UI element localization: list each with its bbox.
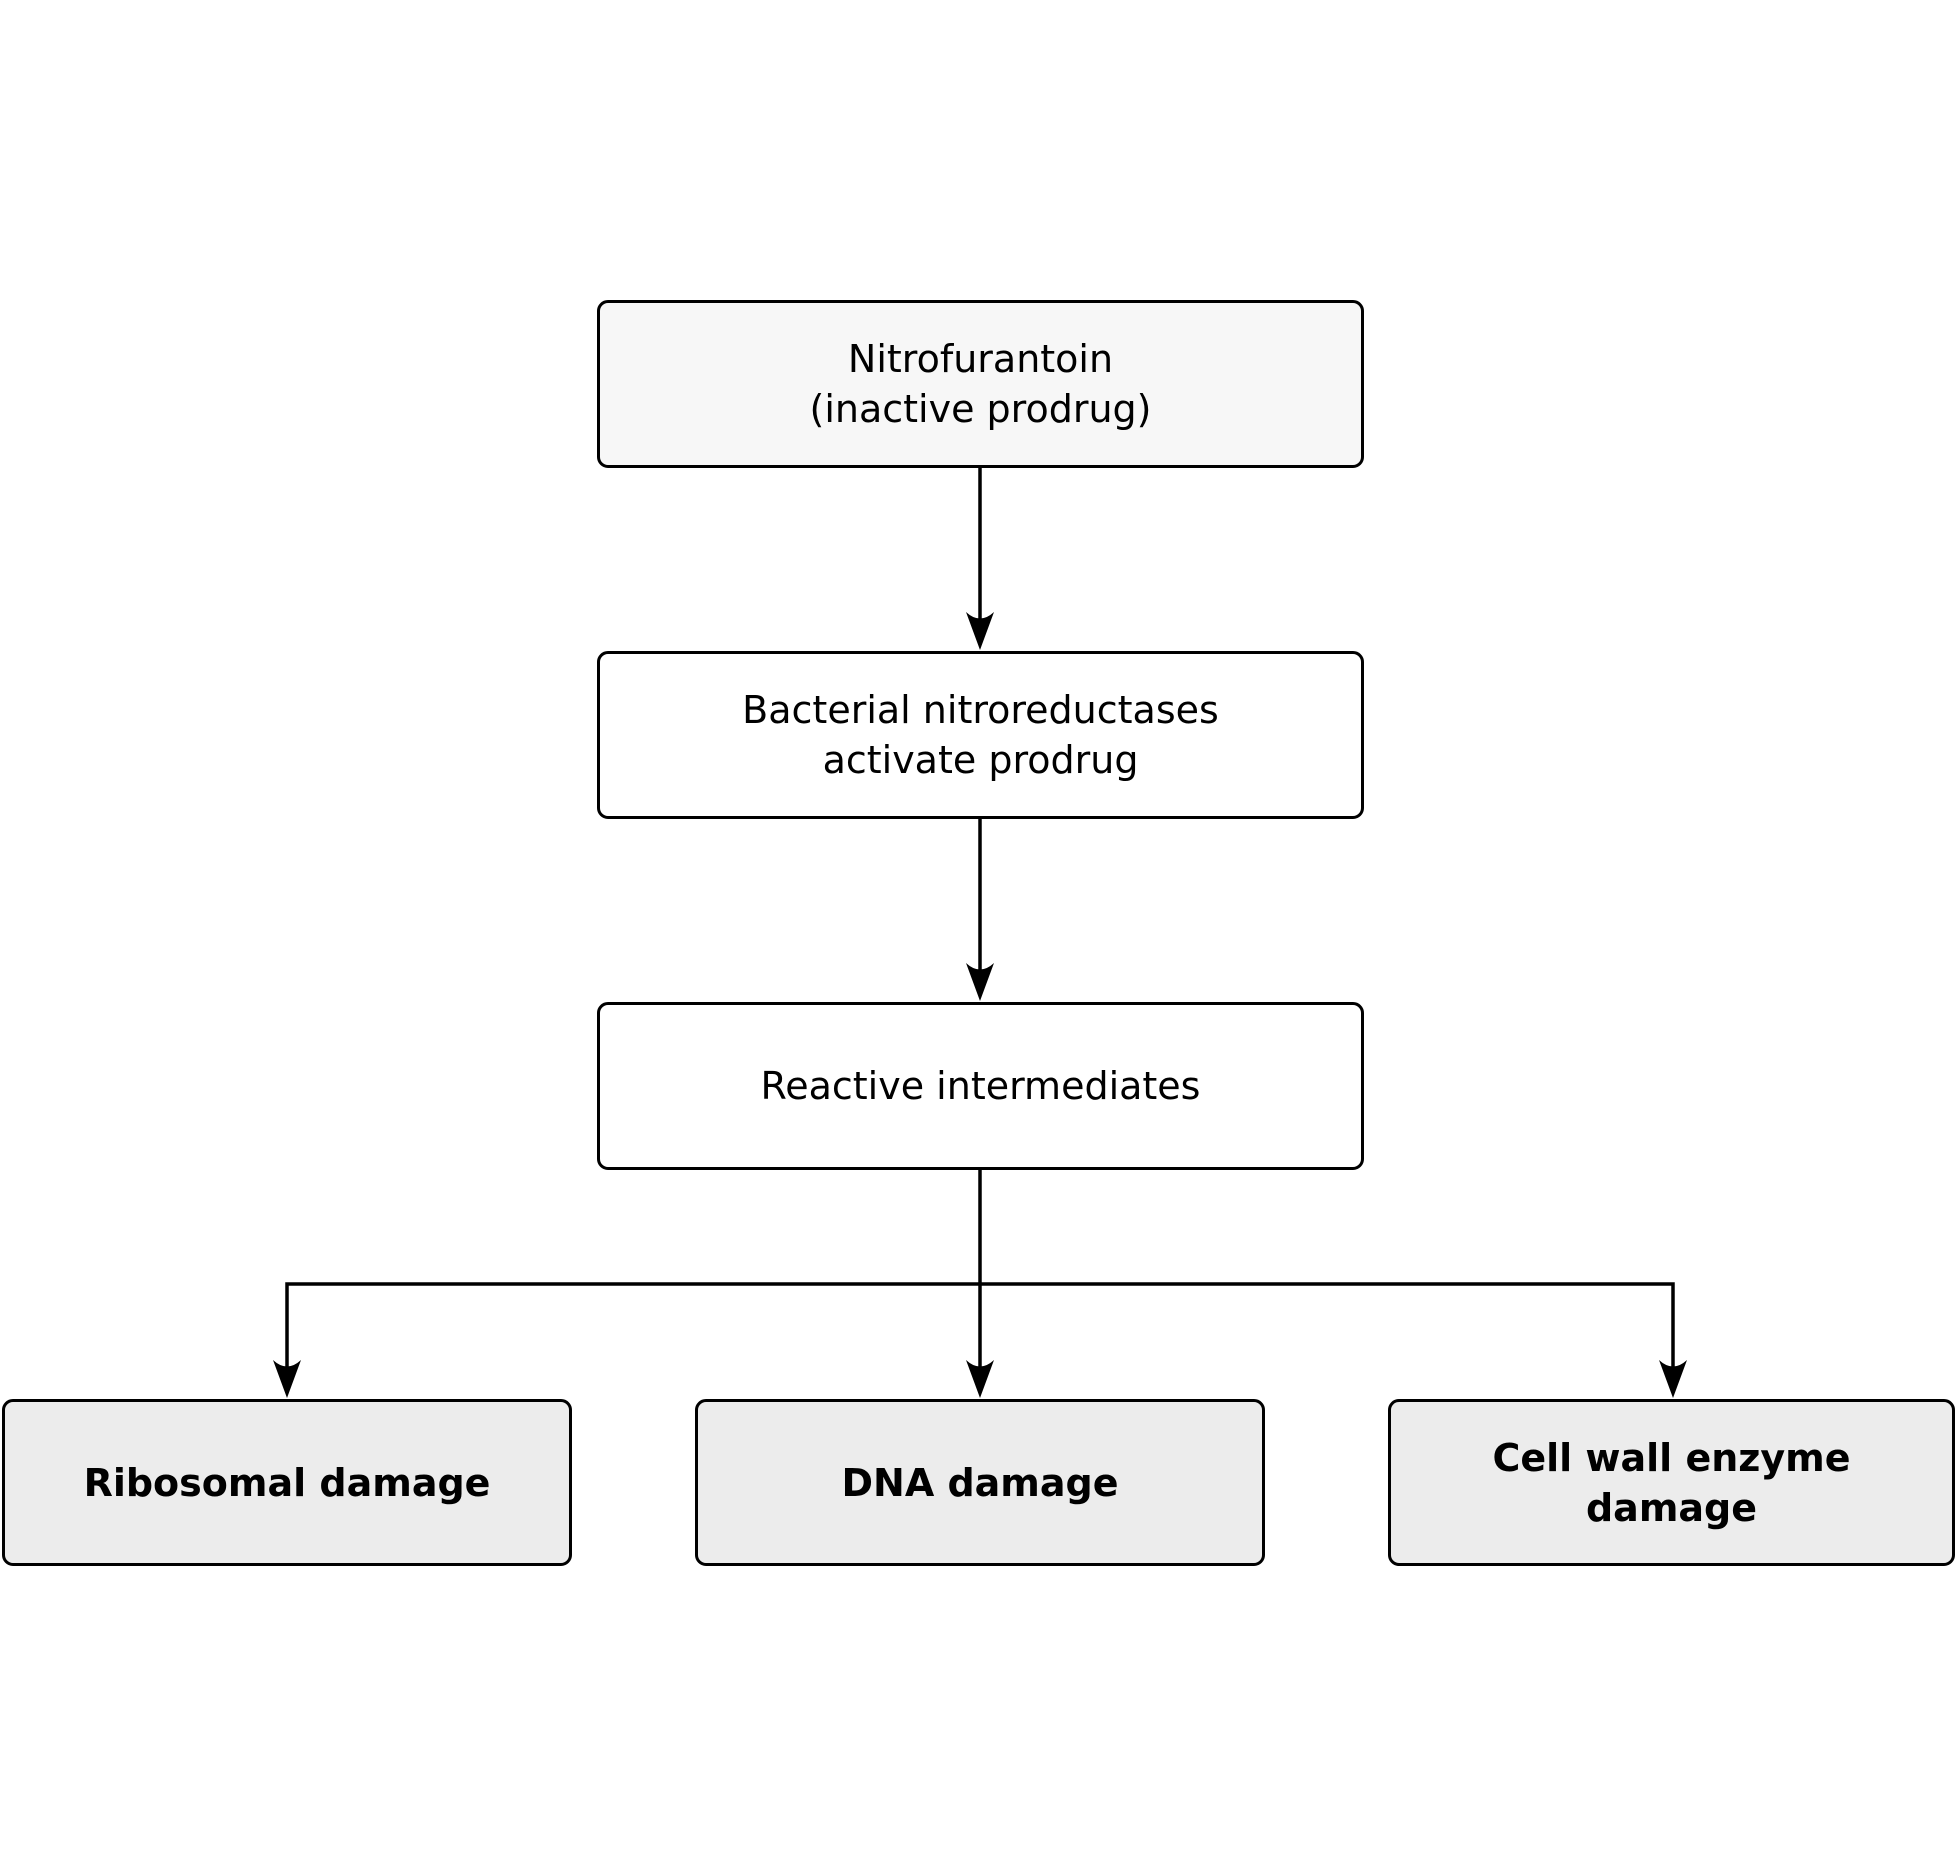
node-dna-damage-label: DNA damage [841,1460,1119,1505]
node-cell-wall-enzyme-damage-line2: damage [1585,1485,1758,1530]
node-reactive-intermediates: Reactive intermediates [597,1002,1364,1170]
arrowhead-cellwall [1659,1360,1687,1398]
node-bacterial-nitroreductases-line2: activate prodrug [822,738,1139,782]
node-ribosomal-damage: Ribosomal damage [2,1399,572,1566]
node-cell-wall-enzyme-damage: Cell wall enzyme damage [1388,1399,1955,1566]
arrowhead-ribosomal [273,1360,301,1398]
connector-branch-ribosomal [285,1282,980,1376]
arrowhead-nitroreductases [966,612,994,650]
node-ribosomal-damage-label: Ribosomal damage [83,1460,491,1505]
node-cell-wall-enzyme-damage-line1: Cell wall enzyme [1492,1435,1851,1480]
node-nitrofurantoin-line2: (inactive prodrug) [809,387,1152,431]
connector-branch-cellwall [980,1282,1675,1376]
arrowhead-intermediates [966,963,994,1001]
node-bacterial-nitroreductases: Bacterial nitroreductases activate prodr… [597,651,1364,819]
node-bacterial-nitroreductases-line1: Bacterial nitroreductases [742,688,1219,732]
node-reactive-intermediates-label: Reactive intermediates [760,1064,1201,1108]
arrowhead-dna [966,1360,994,1398]
node-dna-damage: DNA damage [695,1399,1265,1566]
node-nitrofurantoin-line1: Nitrofurantoin [847,337,1114,381]
node-nitrofurantoin: Nitrofurantoin (inactive prodrug) [597,300,1364,468]
